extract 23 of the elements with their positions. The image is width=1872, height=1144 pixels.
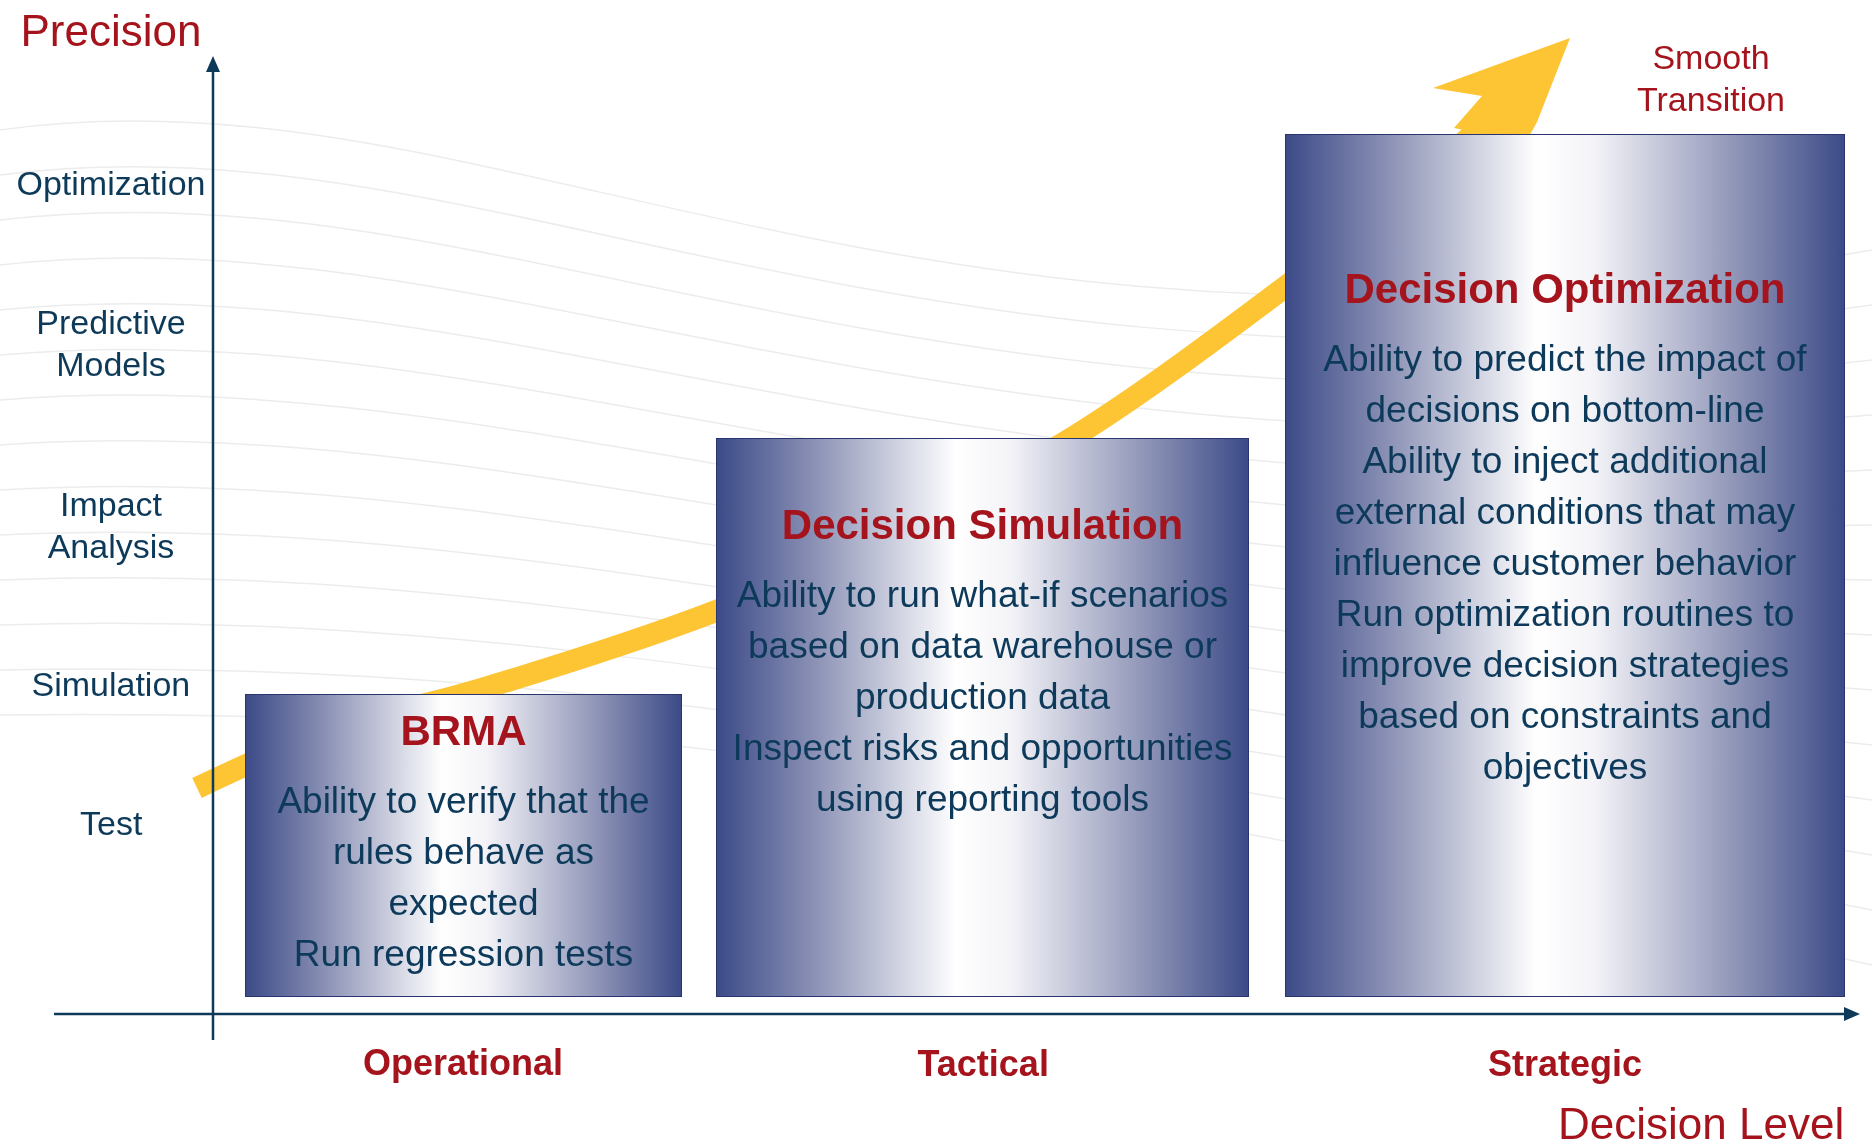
box-description: Run regression tests (292, 932, 635, 977)
gradient-box (1285, 134, 1845, 997)
gradient-box (245, 694, 682, 997)
box-heading: Decision Optimization (1343, 265, 1787, 313)
box-description: Ability to run what-if scenarios based on data warehouse or production data (735, 573, 1230, 720)
box-heading: Decision Simulation (780, 501, 1185, 549)
gradient-box (716, 438, 1249, 997)
axis-tick-label: Predictive Models (35, 301, 187, 385)
axis-tick-label: Simulation (31, 663, 191, 705)
box-description: Ability to verify that the rules behave as expected (276, 779, 651, 926)
box-heading: BRMA (399, 707, 528, 755)
axis-tick-label: Test (80, 802, 143, 844)
axis-title: Precision (20, 4, 202, 57)
box-description: Ability to predict the impact of decisions on bottom-line (1322, 337, 1808, 433)
axis-category-label: Operational (363, 1040, 564, 1085)
box-description: Run optimization routines to improve decision strategies based on constraints and objectives (1334, 592, 1796, 790)
box-description: Ability to inject additional external conditions that may influence customer behavior (1332, 439, 1798, 586)
axis-tick-label: Optimization (16, 162, 206, 204)
axis-category-label: Tactical (917, 1041, 1049, 1086)
arrow-caption: Smooth Transition (1636, 36, 1786, 120)
axis-category-label: Strategic (1488, 1041, 1643, 1086)
axis-title: Decision Level (1558, 1097, 1845, 1144)
axis-tick-label: Impact Analysis (46, 483, 176, 567)
